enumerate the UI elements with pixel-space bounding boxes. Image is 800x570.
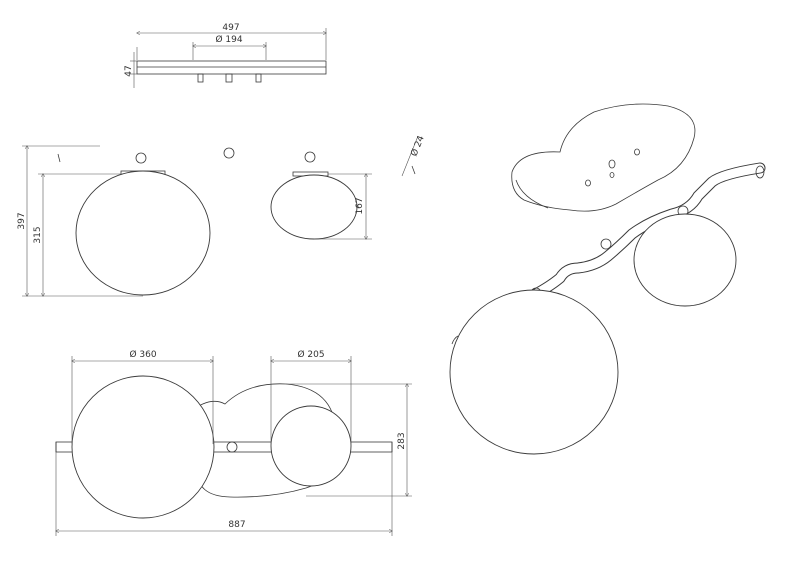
tube-joint bbox=[226, 441, 238, 453]
isometric-view bbox=[449, 103, 766, 455]
front-view: 397 315 167 Ø 24 bbox=[17, 134, 427, 296]
small-globe bbox=[270, 174, 358, 240]
small-globe bbox=[633, 213, 737, 307]
total-height-label: 397 bbox=[17, 212, 27, 229]
canopy-outline bbox=[511, 103, 696, 212]
length-label: 887 bbox=[228, 520, 245, 530]
canopy-edge bbox=[515, 179, 549, 209]
tube-joint bbox=[223, 147, 235, 159]
large-globe bbox=[71, 375, 215, 519]
large-globe-height-label: 315 bbox=[33, 226, 43, 243]
canopy-plate bbox=[136, 60, 327, 75]
plan-view: Ø 360 Ø 205 283 887 bbox=[56, 349, 412, 536]
canopy-pin bbox=[634, 148, 640, 156]
small-globe-diameter-label: Ø 205 bbox=[297, 349, 324, 360]
large-globe bbox=[75, 170, 211, 296]
canopy-pin bbox=[225, 73, 233, 83]
canopy-pin bbox=[609, 172, 615, 178]
canopy-pin bbox=[255, 73, 262, 83]
canopy-pin bbox=[197, 73, 204, 83]
tube-diameter-label: Ø 24 bbox=[409, 134, 427, 158]
tube-joint bbox=[304, 151, 316, 163]
height-label: 47 bbox=[124, 65, 134, 76]
canopy-side-view: 497 Ø 194 47 bbox=[124, 23, 326, 88]
tube-joint bbox=[600, 238, 612, 250]
globe-highlight bbox=[451, 335, 459, 345]
large-globe bbox=[449, 289, 619, 455]
canopy-pin bbox=[585, 179, 591, 187]
tube-end-cap bbox=[755, 165, 765, 179]
small-globe bbox=[270, 405, 352, 487]
tube-end-cap bbox=[57, 153, 61, 163]
canopy-diameter-label: Ø 194 bbox=[215, 34, 242, 45]
canopy-pin bbox=[608, 159, 616, 169]
large-globe-diameter-label: Ø 360 bbox=[129, 349, 156, 360]
wavy-tube-fill bbox=[57, 140, 415, 174]
depth-label: 283 bbox=[397, 432, 407, 449]
width-label: 497 bbox=[222, 23, 239, 33]
tube-end-cap bbox=[411, 165, 416, 175]
small-globe-height-label: 167 bbox=[355, 197, 365, 214]
tube-fill bbox=[523, 163, 765, 303]
tube-diameter-leader bbox=[401, 135, 419, 177]
tube-joint bbox=[135, 152, 147, 164]
